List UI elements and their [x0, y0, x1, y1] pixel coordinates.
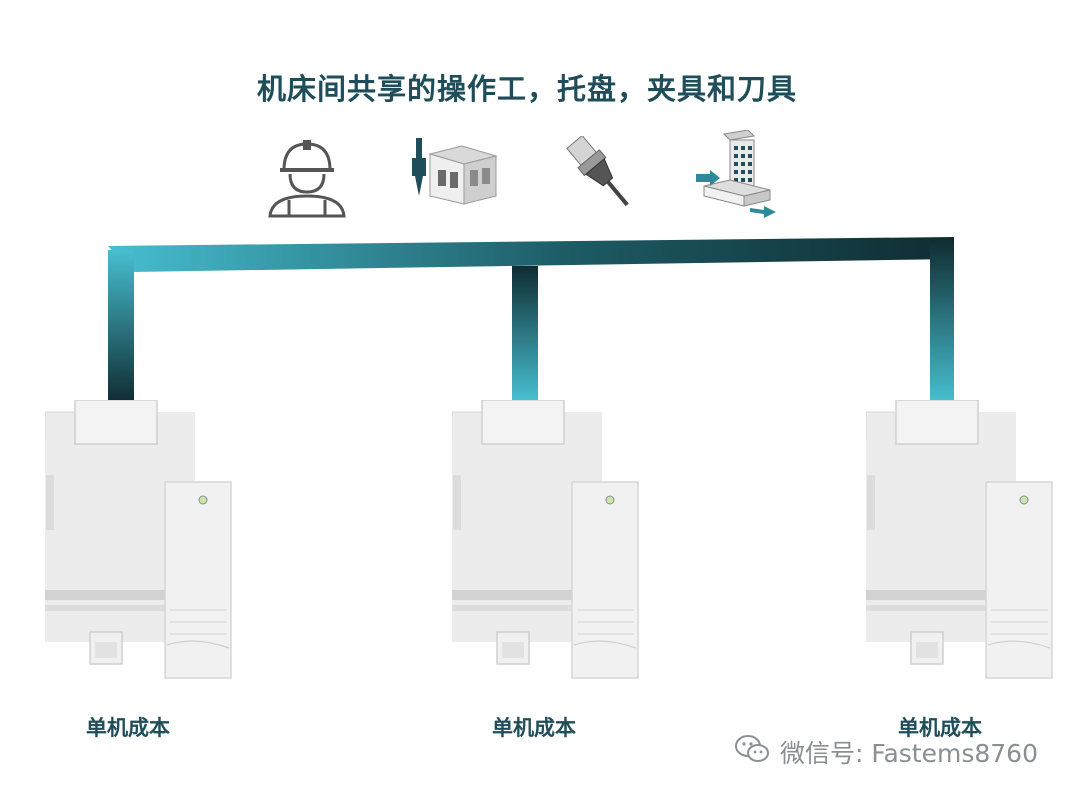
machine-1	[45, 400, 235, 690]
machine-tool-illustration	[866, 400, 1056, 690]
machine-3-cost-label: 单机成本	[898, 716, 982, 740]
connector-right-leg	[930, 240, 954, 402]
machine-2-cost-label: 单机成本	[492, 716, 576, 740]
cutting-tool-icon	[560, 134, 642, 208]
watermark-text: 微信号: Fastems8760	[780, 739, 1038, 768]
pallet-fixture-icon	[404, 134, 500, 208]
machine-tool-illustration	[452, 400, 642, 690]
worker-icon	[264, 134, 350, 218]
connector-left-leg	[108, 250, 134, 402]
machine-tool-illustration	[45, 400, 235, 690]
wechat-icon	[734, 734, 770, 770]
machine-3	[866, 400, 1056, 690]
shared-connector-pipe	[108, 237, 954, 402]
watermark: 微信号: Fastems8760	[734, 734, 1054, 770]
fixture-icon	[690, 129, 786, 218]
connector-middle-leg	[512, 266, 538, 400]
machine-1-cost-label: 单机成本	[86, 716, 170, 740]
connector-top-bar	[108, 237, 954, 272]
page-title: 机床间共享的操作工，托盘，夹具和刀具	[256, 72, 797, 106]
machine-2	[452, 400, 642, 690]
